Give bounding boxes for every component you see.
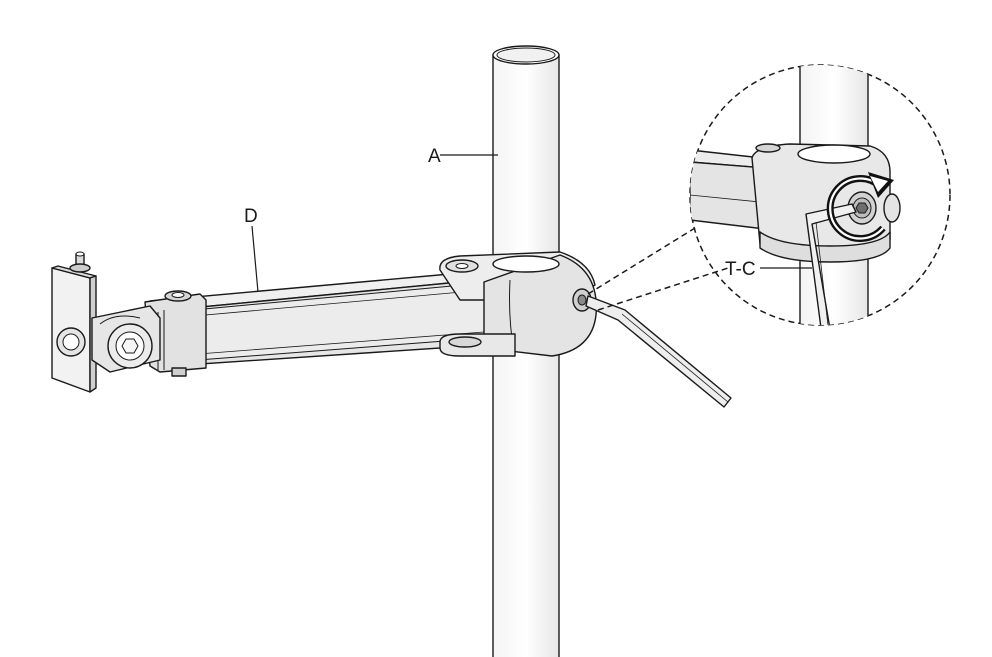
extension-arm: [144, 273, 485, 377]
rotation-arrow-icon: [826, 172, 894, 243]
label-a: A: [428, 146, 441, 167]
pole-clamp: [439, 251, 598, 357]
label-tc: T-C: [725, 259, 756, 280]
leaders: [251, 154, 812, 293]
hex-key-main: [585, 295, 732, 408]
detail-callout: [587, 64, 951, 326]
vesa-head: [51, 251, 161, 393]
label-d: D: [244, 206, 258, 227]
